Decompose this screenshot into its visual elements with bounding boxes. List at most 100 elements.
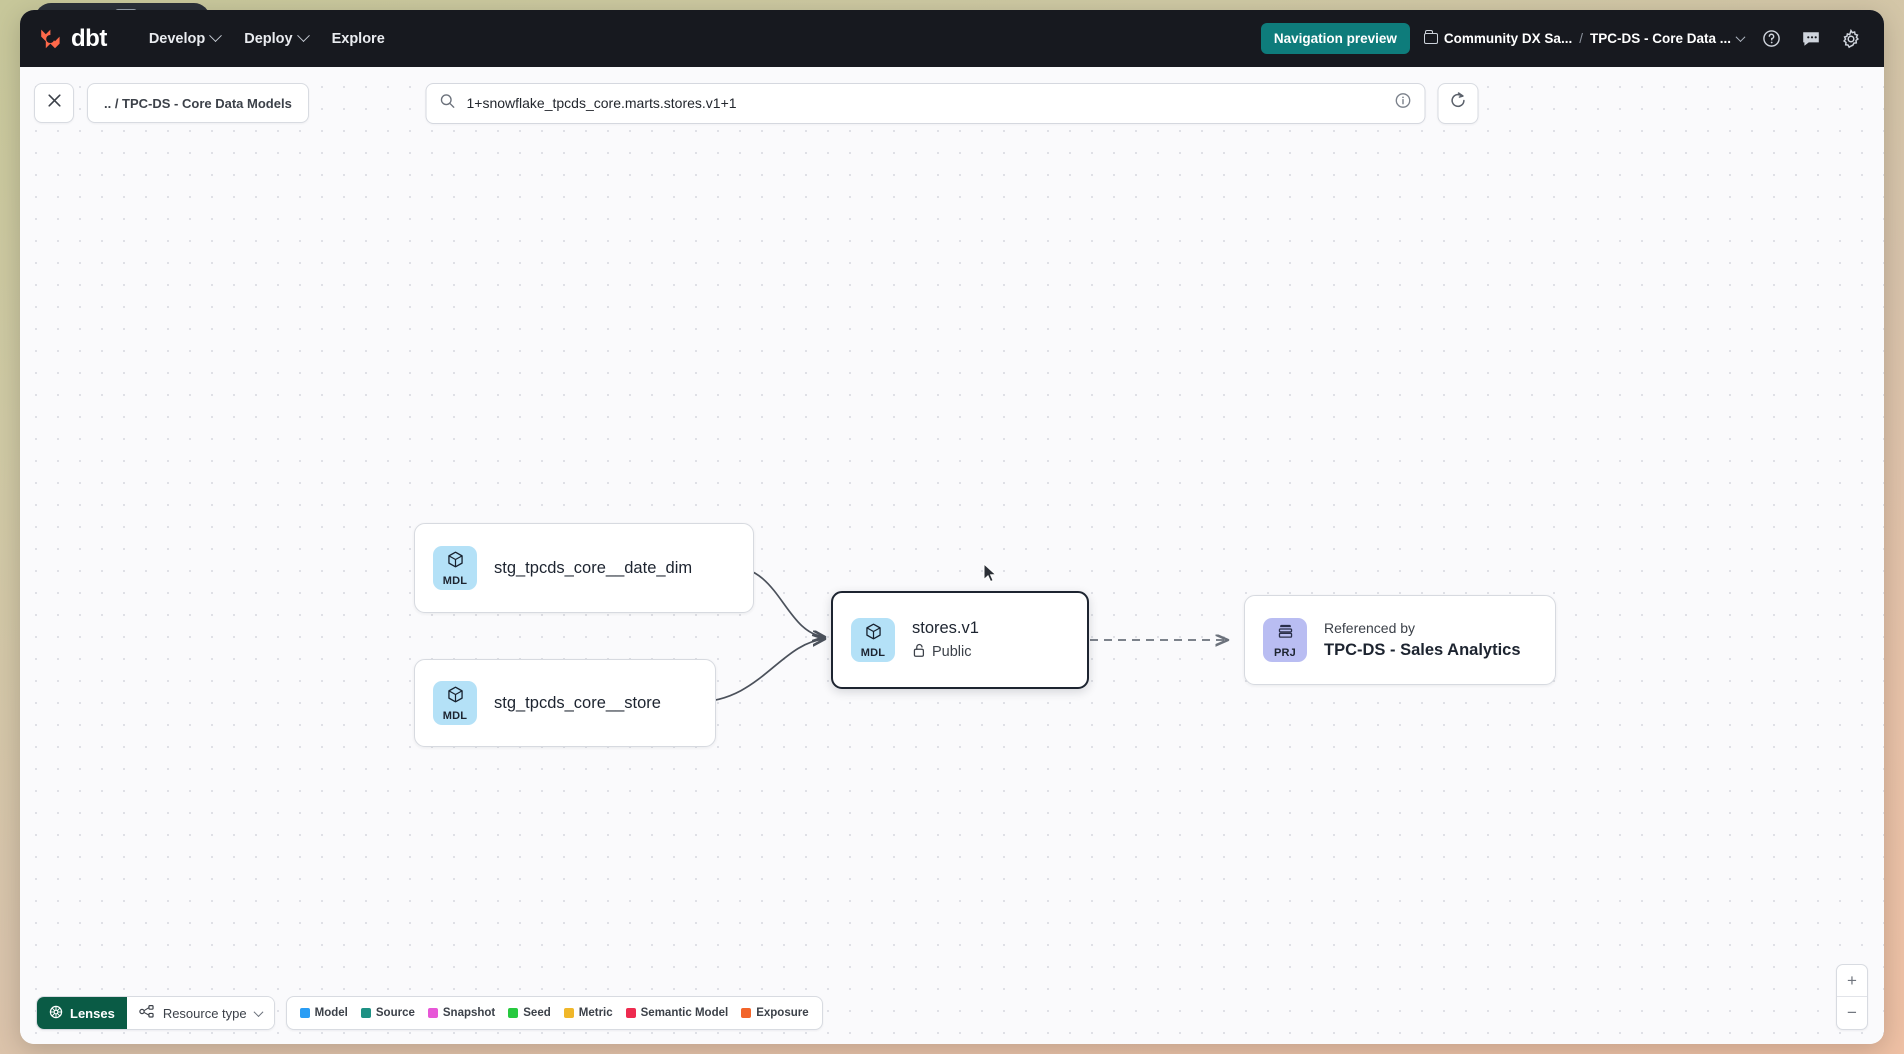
legend-label: Exposure (756, 1007, 809, 1019)
lineage-search-group (425, 82, 1479, 124)
lineage-node-referenced-by-project[interactable]: PRJ Referenced by TPC-DS - Sales Analyti… (1244, 595, 1556, 685)
lineage-edges (695, 566, 1884, 703)
lens-control-group: Lenses Resource type (36, 996, 275, 1030)
legend-item-model: Model (299, 1007, 348, 1019)
cube-icon (446, 685, 465, 709)
legend-item-snapshot: Snapshot (427, 1007, 496, 1019)
lineage-canvas[interactable]: .. / TPC-DS - Core Data Models (20, 67, 1884, 1044)
dbt-wordmark: dbt (71, 24, 107, 52)
resource-type-filter-button[interactable]: Resource type (126, 997, 274, 1029)
info-circle-icon[interactable] (1395, 92, 1412, 114)
cube-icon (446, 550, 465, 574)
refresh-icon (1449, 91, 1468, 115)
lineage-search-field[interactable] (425, 82, 1426, 124)
nodes-graph-icon (139, 1004, 155, 1022)
node-access-row: Public (912, 643, 979, 662)
legend-label: Semantic Model (640, 1007, 729, 1019)
cube-icon (864, 622, 883, 646)
legend-label: Model (314, 1007, 348, 1019)
breadcrumb-separator: / (1579, 31, 1583, 46)
dbt-mark-icon (36, 25, 64, 53)
node-label: stores.v1 (912, 618, 979, 637)
legend-item-source: Source (360, 1007, 415, 1019)
top-navigation-right-group: Navigation preview Community DX Sa... / … (1260, 23, 1864, 54)
account-project-breadcrumb: Community DX Sa... / TPC-DS - Core Data … (1423, 30, 1746, 46)
nav-item-explore[interactable]: Explore (320, 24, 397, 54)
close-x-icon (46, 92, 63, 114)
node-overline: Referenced by (1324, 620, 1416, 637)
node-type-abbr: MDL (442, 574, 468, 587)
refresh-lineage-button[interactable] (1437, 82, 1479, 124)
node-type-abbr: PRJ (1274, 646, 1296, 659)
node-type-badge-mdl: MDL (433, 681, 477, 725)
nav-item-deploy-label: Deploy (244, 30, 293, 47)
unlock-icon (912, 643, 926, 662)
node-label: stg_tpcds_core__store (494, 693, 661, 712)
zoom-controls: + − (1836, 964, 1868, 1030)
legend-item-exposure: Exposure (741, 1007, 809, 1019)
breadcrumb-chip[interactable]: .. / TPC-DS - Core Data Models (87, 83, 309, 123)
zoom-in-button[interactable]: + (1837, 965, 1867, 997)
legend-item-seed: Seed (508, 1007, 551, 1019)
mouse-cursor (983, 562, 999, 590)
chevron-down-icon (296, 29, 310, 43)
legend-swatch (299, 1008, 310, 1018)
legend-label: Source (375, 1007, 415, 1019)
feedback-chat-icon[interactable] (1798, 26, 1824, 52)
breadcrumb-project[interactable]: TPC-DS - Core Data ... (1589, 31, 1746, 46)
node-label: stg_tpcds_core__date_dim (494, 558, 693, 577)
legend-item-metric: Metric (563, 1007, 613, 1019)
legend-label: Snapshot (442, 1007, 496, 1019)
legend-swatch (741, 1008, 752, 1018)
legend-swatch (508, 1008, 519, 1018)
dbt-logo[interactable]: dbt (36, 25, 107, 53)
lenses-button[interactable]: Lenses (37, 997, 127, 1029)
explore-toolbar: .. / TPC-DS - Core Data Models (34, 81, 1870, 125)
chevron-down-icon (209, 29, 223, 43)
lineage-node-stg-tpcds-core-date-dim[interactable]: MDL stg_tpcds_core__date_dim (414, 523, 754, 613)
search-icon (440, 93, 456, 114)
node-text-block: stores.v1 Public (912, 619, 979, 662)
node-type-abbr: MDL (860, 646, 886, 659)
navigation-preview-button[interactable]: Navigation preview (1260, 23, 1410, 54)
lineage-node-stores-v1[interactable]: MDL stores.v1 Public (831, 591, 1089, 689)
node-type-abbr: MDL (442, 709, 468, 722)
top-navigation-bar: dbt Develop Deploy Explore Navigation pr… (20, 10, 1884, 67)
breadcrumb-project-label: TPC-DS - Core Data ... (1589, 31, 1731, 46)
legend-label: Metric (578, 1007, 613, 1019)
nav-item-develop-label: Develop (148, 30, 206, 47)
resource-type-label: Resource type (162, 1005, 247, 1021)
folder-icon (1423, 30, 1438, 44)
project-stack-icon (1276, 622, 1295, 646)
breadcrumb-account[interactable]: Community DX Sa... (1423, 30, 1573, 46)
node-type-badge-mdl: MDL (433, 546, 477, 590)
lineage-node-stg-tpcds-core-store[interactable]: MDL stg_tpcds_core__store (414, 659, 716, 747)
legend-swatch (563, 1008, 574, 1018)
legend-swatch (360, 1008, 371, 1018)
chevron-down-icon (253, 1006, 264, 1017)
gear-icon[interactable] (1838, 26, 1864, 52)
legend-label: Seed (523, 1007, 551, 1019)
canvas-bottom-toolbar: Lenses Resource type (36, 996, 823, 1030)
help-circle-icon[interactable] (1758, 26, 1784, 52)
close-explore-button[interactable] (34, 83, 74, 123)
nav-item-develop[interactable]: Develop (137, 24, 232, 54)
legend-swatch (625, 1008, 636, 1018)
node-label: TPC-DS - Sales Analytics (1324, 640, 1521, 659)
chevron-down-icon (1735, 32, 1746, 43)
search-input[interactable] (466, 95, 1384, 111)
node-type-badge-prj: PRJ (1263, 618, 1307, 662)
node-access-label: Public (932, 644, 972, 660)
nav-item-deploy[interactable]: Deploy (232, 24, 319, 54)
lenses-label: Lenses (70, 1005, 115, 1021)
app-window: dbt Develop Deploy Explore Navigation pr… (20, 10, 1884, 1044)
legend-item-semantic-model: Semantic Model (625, 1007, 729, 1019)
node-text-block: Referenced by TPC-DS - Sales Analytics (1324, 620, 1521, 660)
node-type-badge-mdl: MDL (851, 618, 895, 662)
nav-item-explore-label: Explore (331, 30, 385, 47)
legend-swatch (427, 1008, 438, 1018)
breadcrumb-account-label: Community DX Sa... (1443, 31, 1573, 46)
zoom-out-button[interactable]: − (1847, 1003, 1857, 1022)
resource-type-legend: Model Source Snapshot Seed (285, 996, 823, 1030)
